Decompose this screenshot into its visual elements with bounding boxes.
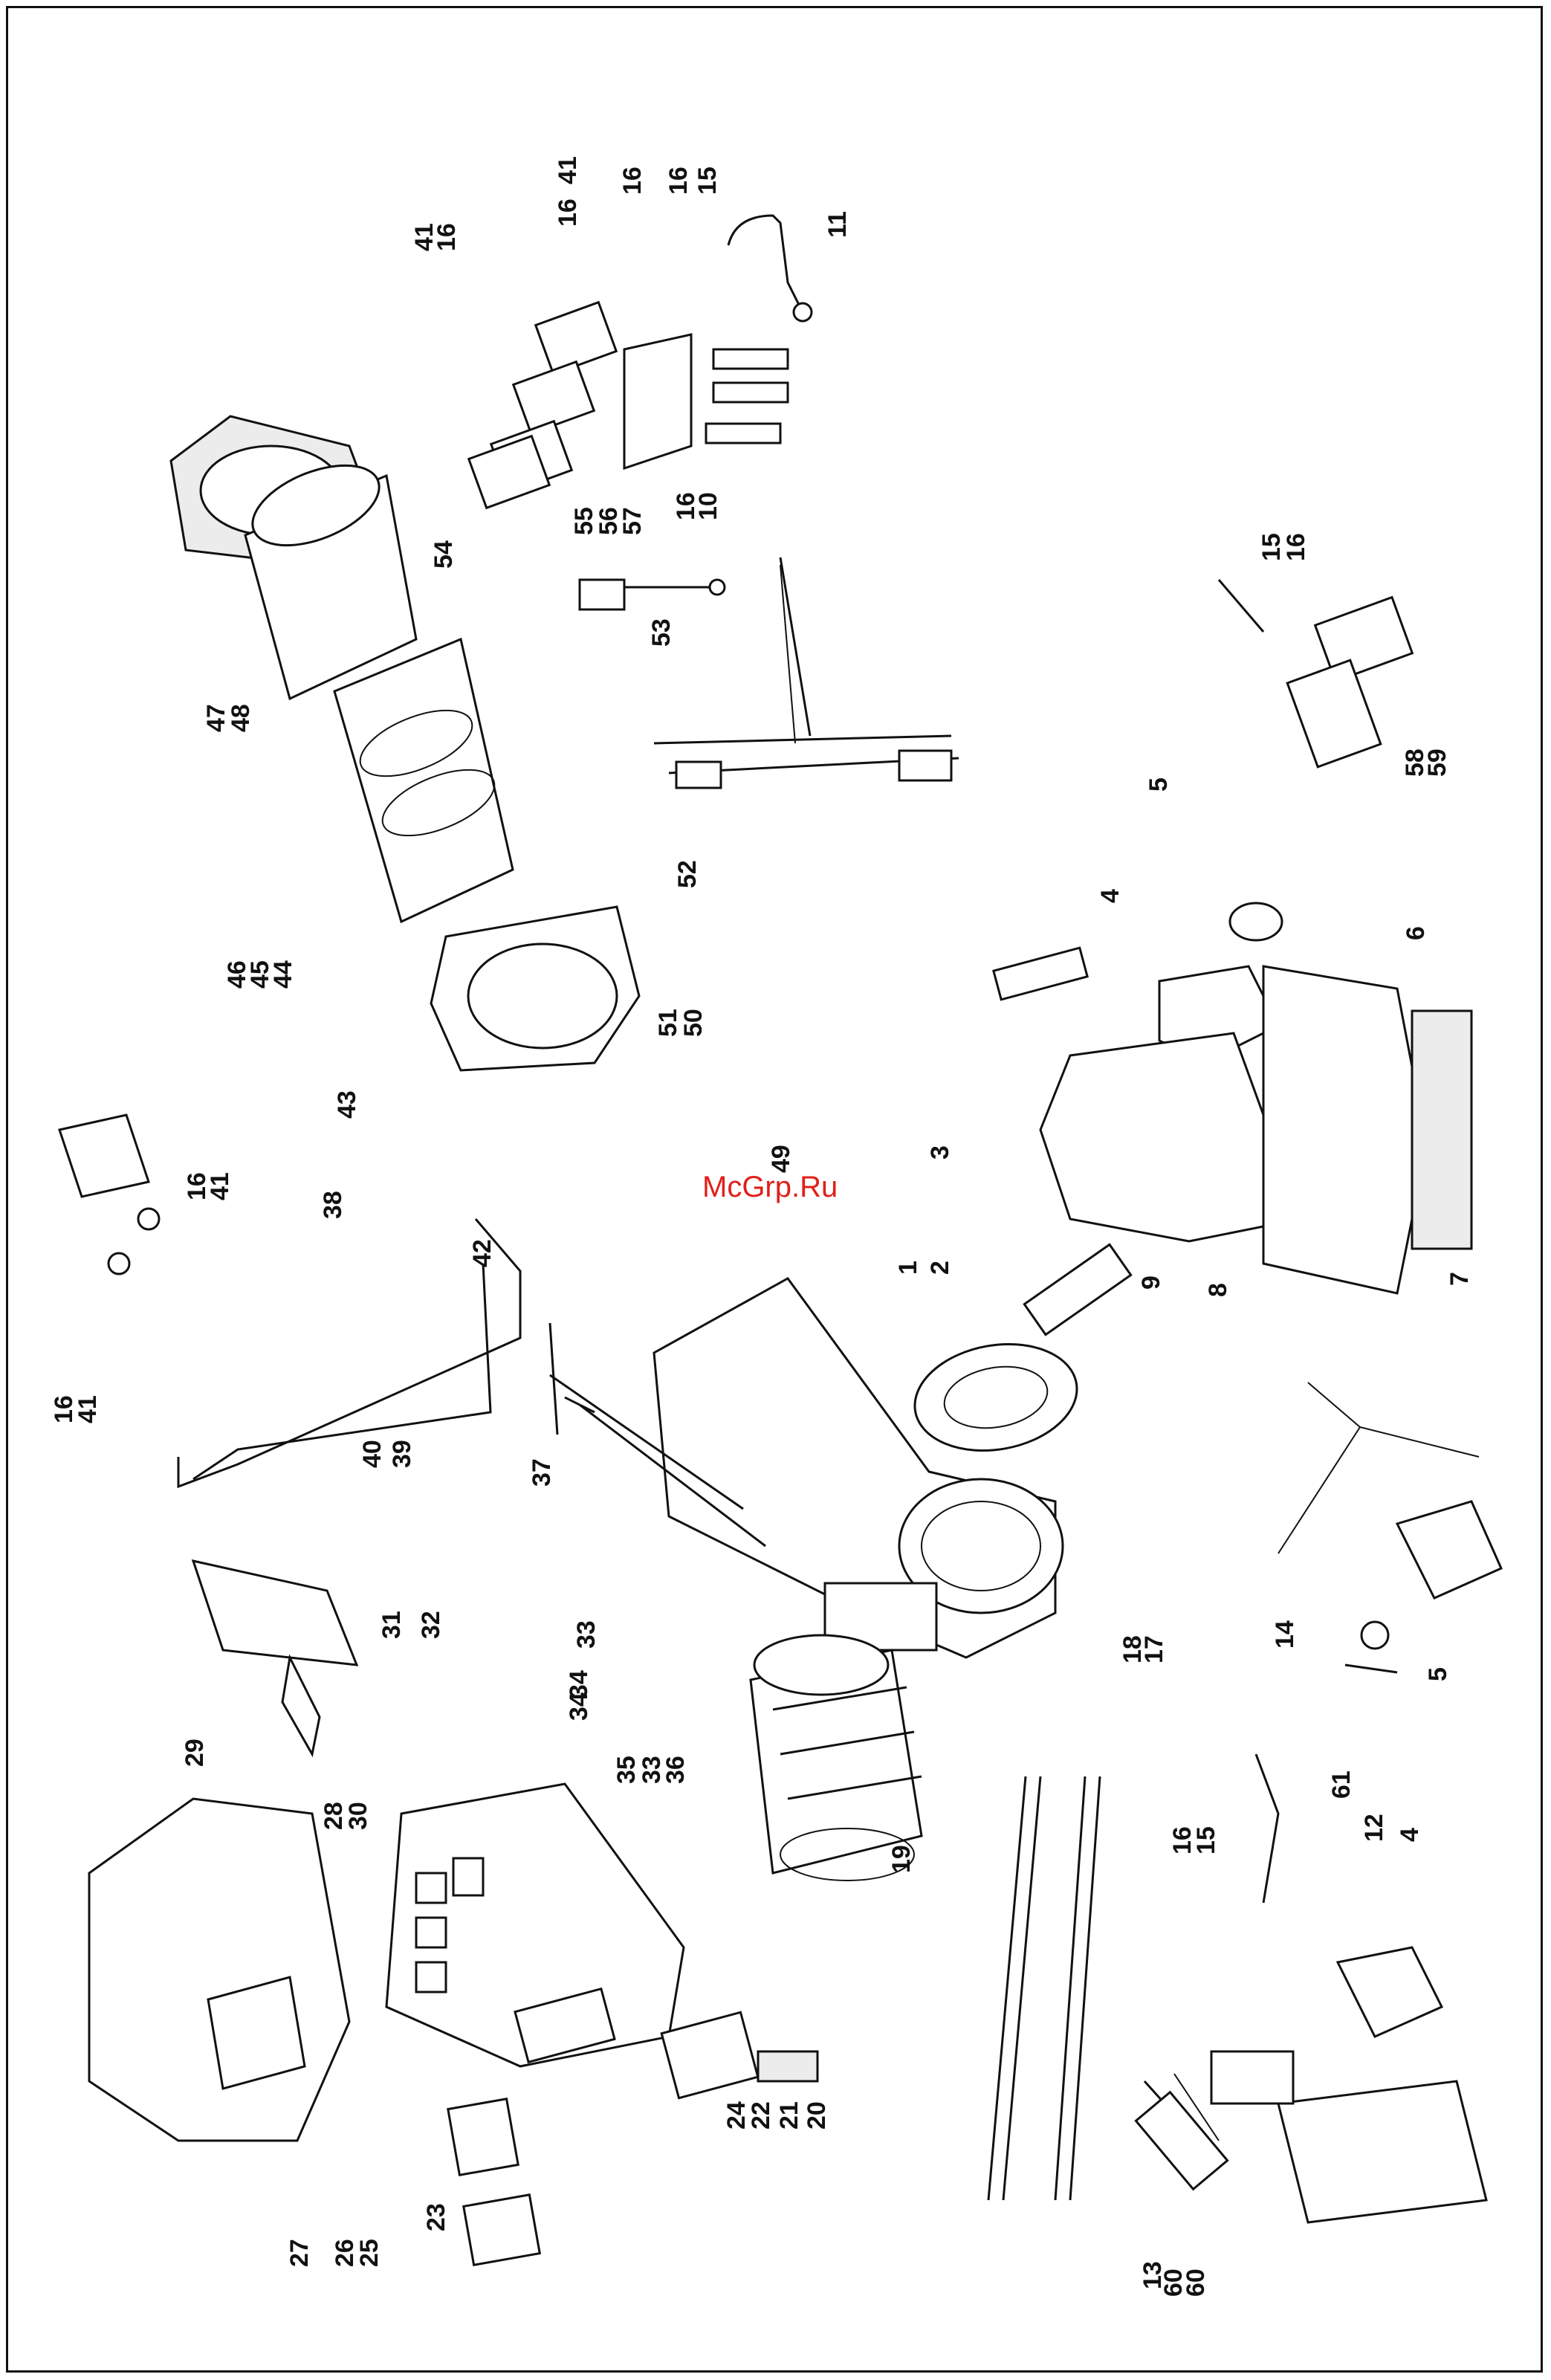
callout-c1: 1 bbox=[894, 1261, 922, 1275]
callout-c51: 51 bbox=[654, 1009, 682, 1037]
pump-detail-bottom bbox=[1211, 1754, 1486, 2222]
callout-c12: 12 bbox=[1360, 1814, 1388, 1842]
callout-c15c: 15 bbox=[1192, 1826, 1220, 1854]
callout-c9: 9 bbox=[1137, 1275, 1165, 1290]
callout-c8: 8 bbox=[1204, 1283, 1232, 1297]
flexible-oil-hoses bbox=[988, 1776, 1100, 2200]
callout-c17: 17 bbox=[1140, 1635, 1168, 1663]
burner-head-flange bbox=[431, 907, 639, 1070]
pump-exploded-top bbox=[1219, 580, 1412, 940]
fan-impeller bbox=[907, 1244, 1131, 1463]
callout-c40: 40 bbox=[358, 1440, 386, 1468]
burner-body bbox=[654, 1278, 1063, 1658]
callout-c16a: 16 bbox=[554, 198, 582, 227]
callout-c14: 14 bbox=[1271, 1620, 1299, 1649]
watermark: McGrp.Ru bbox=[702, 1171, 838, 1203]
callout-c5a: 5 bbox=[1144, 777, 1173, 792]
callout-c6: 6 bbox=[1402, 926, 1430, 940]
callout-c49: 49 bbox=[767, 1145, 795, 1173]
callout-c19: 19 bbox=[887, 1845, 916, 1873]
callout-c39: 39 bbox=[388, 1440, 416, 1468]
callout-c37: 37 bbox=[528, 1458, 556, 1487]
callout-c10: 10 bbox=[694, 492, 722, 520]
callout-c22: 22 bbox=[747, 2101, 775, 2130]
callout-c34b: 34 bbox=[565, 1692, 593, 1721]
callout-c16d: 16 bbox=[433, 223, 461, 251]
nozzle-assembly bbox=[580, 580, 725, 609]
callout-c29: 29 bbox=[181, 1739, 209, 1767]
callout-c3: 3 bbox=[926, 1145, 954, 1160]
callout-c21: 21 bbox=[775, 2101, 803, 2130]
callout-c44: 44 bbox=[269, 960, 297, 989]
callout-c36: 36 bbox=[661, 1756, 690, 1784]
callout-c20: 20 bbox=[803, 2101, 831, 2130]
leader-lines bbox=[780, 565, 1479, 2141]
callout-c2: 2 bbox=[926, 1261, 954, 1275]
callout-c50: 50 bbox=[679, 1009, 707, 1037]
pump-detail-right bbox=[1345, 1501, 1501, 1672]
callout-c4a: 4 bbox=[1096, 889, 1124, 903]
callout-c4b: 4 bbox=[1396, 1828, 1424, 1842]
callout-c52: 52 bbox=[673, 860, 702, 888]
callout-c31: 31 bbox=[378, 1611, 406, 1639]
callout-c15a: 15 bbox=[693, 166, 722, 195]
callout-c33a: 33 bbox=[572, 1620, 600, 1649]
callout-c41c: 41 bbox=[206, 1172, 234, 1200]
callout-c59: 59 bbox=[1423, 748, 1451, 777]
callout-c27: 27 bbox=[285, 2239, 314, 2267]
oil-fittings bbox=[59, 1115, 159, 1274]
ignition-electrode-rod bbox=[654, 557, 959, 788]
callout-c7: 7 bbox=[1445, 1272, 1474, 1286]
callout-c48: 48 bbox=[227, 704, 255, 732]
callout-c16f: 16 bbox=[1282, 533, 1310, 561]
callout-c43: 43 bbox=[333, 1090, 361, 1119]
callout-c25: 25 bbox=[355, 2239, 383, 2267]
callout-c30: 30 bbox=[344, 1802, 372, 1830]
callout-c57: 57 bbox=[618, 507, 647, 535]
callout-c61: 61 bbox=[1327, 1771, 1356, 1799]
callout-c41d: 41 bbox=[74, 1395, 102, 1423]
callout-c53: 53 bbox=[647, 618, 676, 647]
callout-c38: 38 bbox=[319, 1191, 347, 1219]
callout-c54: 54 bbox=[430, 540, 458, 569]
blast-tube bbox=[242, 450, 513, 922]
solenoid-valve-assembly bbox=[469, 216, 812, 508]
callout-c41a: 41 bbox=[554, 156, 582, 184]
callout-c32: 32 bbox=[417, 1611, 445, 1639]
callout-c11: 11 bbox=[823, 211, 852, 238]
callout-c5b: 5 bbox=[1424, 1667, 1452, 1681]
callout-c16c: 16 bbox=[664, 166, 693, 195]
callout-c16b: 16 bbox=[618, 166, 647, 195]
callout-c60b: 60 bbox=[1182, 2269, 1210, 2297]
callout-c23: 23 bbox=[422, 2203, 450, 2231]
callout-c42: 42 bbox=[468, 1239, 496, 1267]
mounting-bracket bbox=[193, 1561, 357, 1754]
callout-c35: 35 bbox=[612, 1756, 641, 1784]
electric-motor bbox=[751, 1635, 922, 1881]
control-box-cover bbox=[89, 1799, 349, 2141]
